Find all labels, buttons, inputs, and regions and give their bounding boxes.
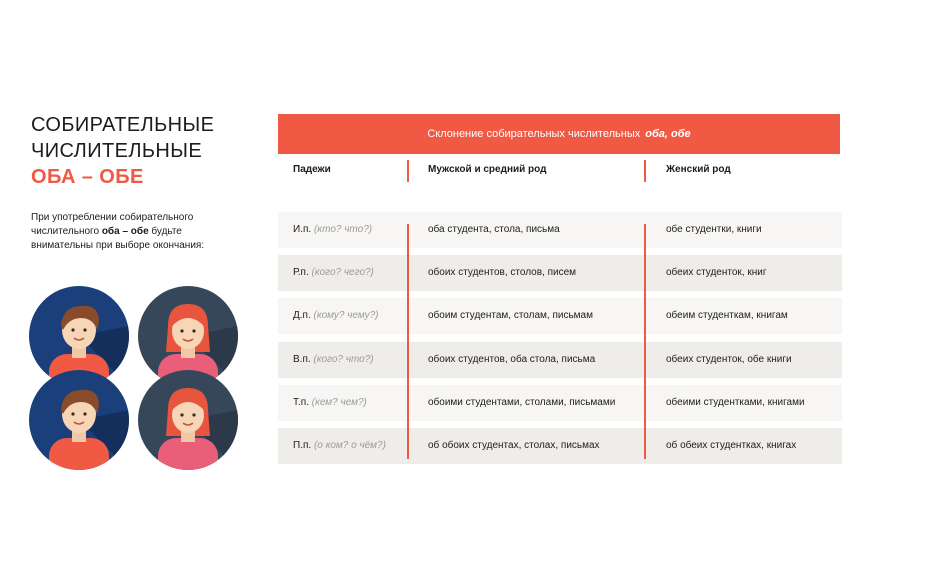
cell-masculine: об обоих студентах, столах, письмах — [428, 440, 600, 451]
header-case: Падежи — [293, 164, 331, 175]
banner-text: Склонение собирательных числительных — [427, 128, 641, 140]
table-row: П.п. (о ком? о чём?) об обоих студентах,… — [278, 428, 842, 464]
case-question: (кем? чем?) — [311, 397, 367, 408]
table-row: И.п. (кто? что?) оба студента, стола, пи… — [278, 212, 842, 248]
cell-masculine: обоих студентов, оба стола, письма — [428, 354, 596, 365]
case-question: (кого? чего?) — [311, 267, 374, 278]
cell-feminine: обе студентки, книги — [666, 224, 762, 235]
male-avatar-icon — [29, 286, 129, 386]
case-question: (кого? что?) — [313, 354, 374, 365]
header-divider — [644, 160, 646, 182]
intro-part-1: При употреблении собирательного числител… — [31, 212, 194, 237]
table-row: Т.п. (кем? чем?) обоими студентами, стол… — [278, 385, 842, 421]
cell-case: Д.п. (кому? чему?) — [293, 310, 379, 321]
case-question: (о ком? о чём?) — [313, 440, 386, 451]
intro-text: При употреблении собирательного числител… — [31, 211, 231, 253]
page-title: СОБИРАТЕЛЬНЫЕ ЧИСЛИТЕЛЬНЫЕ ОБА – ОБЕ — [31, 112, 261, 190]
cell-feminine: обеих студенток, обе книги — [666, 354, 792, 365]
title-line-1: СОБИРАТЕЛЬНЫЕ — [31, 114, 215, 136]
table-row: В.п. (кого? что?) обоих студентов, оба с… — [278, 342, 842, 378]
case-question: (кому? чему?) — [313, 310, 379, 321]
case-name: Д.п. — [293, 310, 311, 321]
case-name: Р.п. — [293, 267, 309, 278]
intro-part-2: будьте внимательны при выборе окончания: — [31, 226, 205, 251]
column-divider — [407, 224, 409, 459]
cell-masculine: обоих студентов, столов, писем — [428, 267, 577, 278]
banner-emphasis: оба, обе — [645, 128, 691, 140]
cell-case: В.п. (кого? что?) — [293, 354, 374, 365]
case-name: И.п. — [293, 224, 312, 235]
cell-case: П.п. (о ком? о чём?) — [293, 440, 386, 451]
cell-masculine: оба студента, стола, письма — [428, 224, 560, 235]
case-name: В.п. — [293, 354, 311, 365]
cell-feminine: обеих студенток, книг — [666, 267, 767, 278]
intro-bold: оба – обе — [101, 226, 149, 237]
cell-feminine: об обеих студентках, книгах — [666, 440, 797, 451]
cell-case: Р.п. (кого? чего?) — [293, 267, 374, 278]
header-feminine: Женский род — [666, 164, 731, 175]
cell-feminine: обеими студентками, книгами — [666, 397, 805, 408]
case-name: Т.п. — [293, 397, 309, 408]
cell-case: Т.п. (кем? чем?) — [293, 397, 367, 408]
table-header: Падежи Мужской и средний род Женский род — [278, 159, 840, 181]
table-row: Д.п. (кому? чему?) обоим студентам, стол… — [278, 298, 842, 334]
column-divider — [644, 224, 646, 459]
table-row: Р.п. (кого? чего?) обоих студентов, стол… — [278, 255, 842, 291]
title-line-2: ЧИСЛИТЕЛЬНЫЕ — [31, 140, 203, 162]
female-avatar-icon — [138, 370, 238, 470]
cell-masculine: обоим студентам, столам, письмам — [428, 310, 593, 321]
cell-feminine: обеим студенткам, книгам — [666, 310, 788, 321]
table-banner: Склонение собирательных числительных оба… — [278, 114, 840, 154]
cell-masculine: обоими студентами, столами, письмами — [428, 397, 616, 408]
cell-case: И.п. (кто? что?) — [293, 224, 372, 235]
male-avatar-icon — [29, 370, 129, 470]
title-accent: ОБА – ОБЕ — [31, 166, 144, 188]
case-name: П.п. — [293, 440, 312, 451]
header-divider — [407, 160, 409, 182]
case-question: (кто? что?) — [313, 224, 373, 235]
header-masculine: Мужской и средний род — [428, 164, 547, 175]
